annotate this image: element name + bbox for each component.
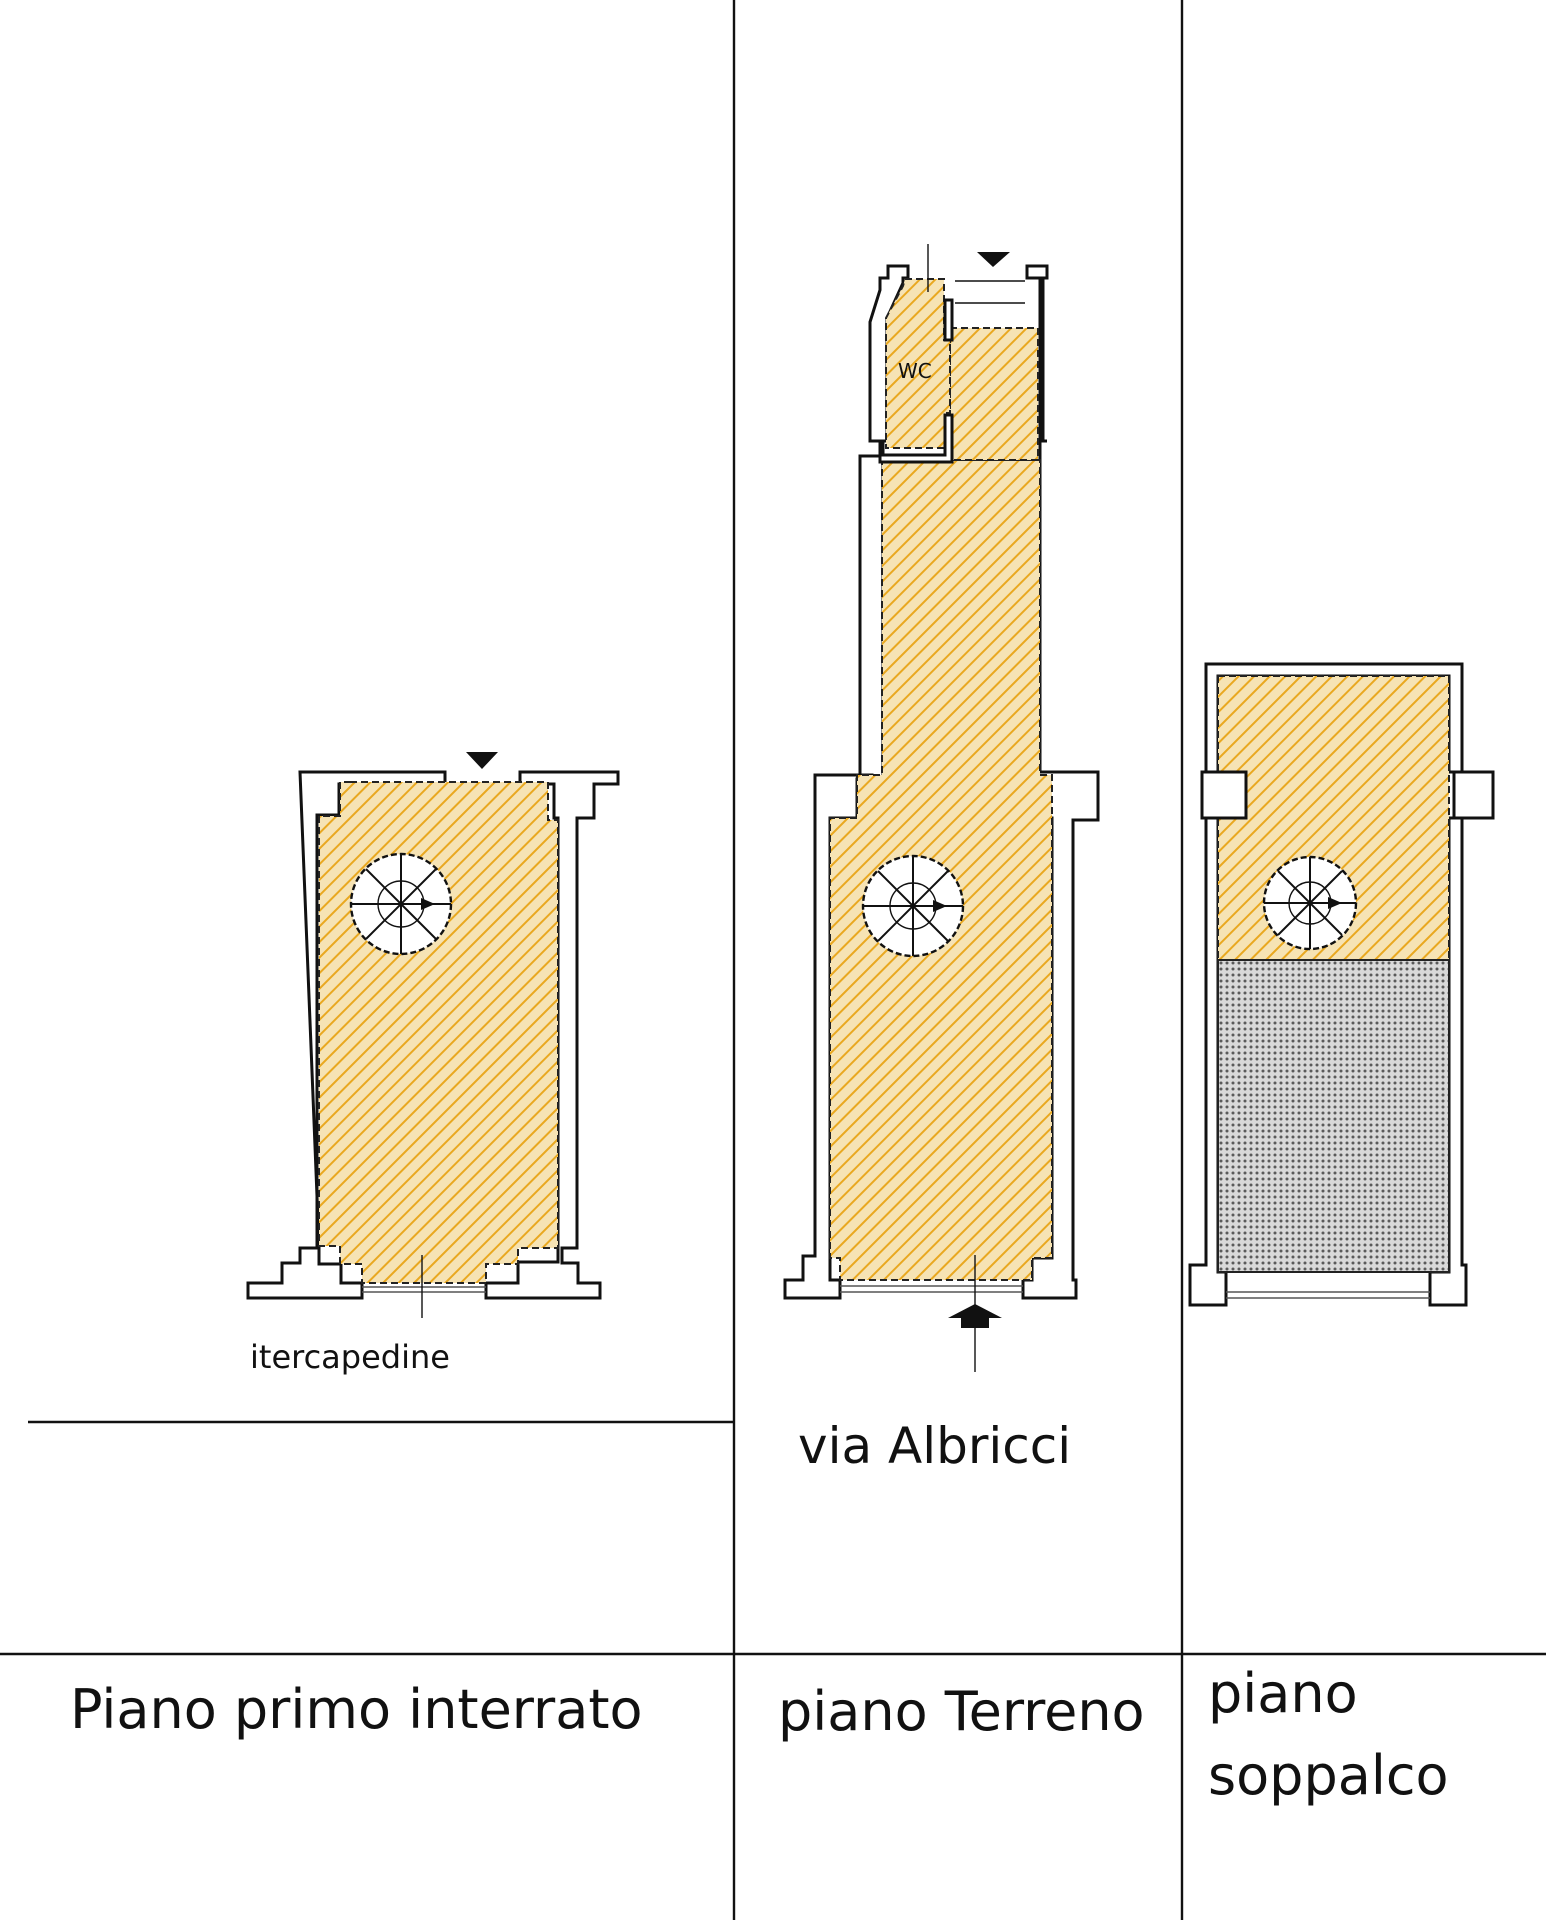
wc-label: WC [898,359,932,383]
panel-mezzanine: piano soppalco [1188,662,1495,1807]
wc-partition-lower [878,413,954,464]
mezzanine-floor-label-line1: piano [1208,1662,1358,1725]
north-triangle-icon [977,252,1010,267]
wc-partition [943,298,954,342]
spiral-stair-icon [1262,855,1358,951]
entry-arrow-stem [961,1318,989,1328]
ground-floor-label: piano Terreno [778,1680,1145,1743]
basement-note-itercapedine: itercapedine [250,1338,450,1376]
mezzanine-column-left [1200,770,1248,820]
ground-street-label: via Albricci [798,1417,1071,1475]
basement-walls [246,770,447,1300]
basement-room-area [318,781,559,1284]
entry-arrow-head [948,1304,1002,1318]
north-triangle-icon [466,752,498,769]
mezzanine-floor-label-line2: soppalco [1208,1744,1449,1807]
stair-tread [365,868,437,940]
basement-floor-label: Piano primo interrato [70,1678,643,1741]
panel-basement: itercapedine Piano primo interrato [70,752,643,1741]
stair-arrow-icon [933,900,947,912]
stair-arrow-icon [421,898,435,910]
entry-arrow-icon [948,1304,1002,1328]
stair-arrow-icon [1328,897,1342,909]
basement-walls-right [484,770,620,1300]
stair-tread [1277,870,1343,936]
spiral-stair-icon [349,852,453,956]
panel-ground: WC via Albricci piano Terreno [778,244,1145,1743]
mezzanine-column-right [1452,770,1495,820]
mezzanine-void-area [1217,959,1450,1273]
spiral-stair-icon [861,854,965,958]
stair-tread [877,870,949,942]
